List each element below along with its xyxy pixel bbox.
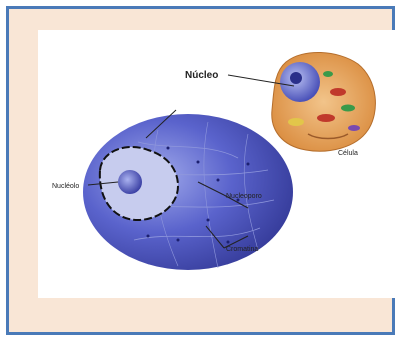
chromatin-label: Cromatina bbox=[226, 246, 258, 253]
nucleus-diagram: Núcleo Célula Nucléolo Nucleoporo Cromat… bbox=[38, 30, 398, 298]
nucleolus-shape bbox=[118, 170, 142, 194]
cell-illustration bbox=[272, 52, 376, 151]
nuclear-pore-label: Nucleoporo bbox=[226, 193, 262, 200]
nucleus-label: Núcleo bbox=[185, 70, 218, 81]
nucleus-illustration bbox=[83, 114, 293, 270]
nucleolus-label: Nucléolo bbox=[52, 183, 79, 190]
diagram-panel: Núcleo Célula Nucléolo Nucleoporo Cromat… bbox=[38, 30, 398, 298]
cell-label: Célula bbox=[338, 150, 358, 157]
